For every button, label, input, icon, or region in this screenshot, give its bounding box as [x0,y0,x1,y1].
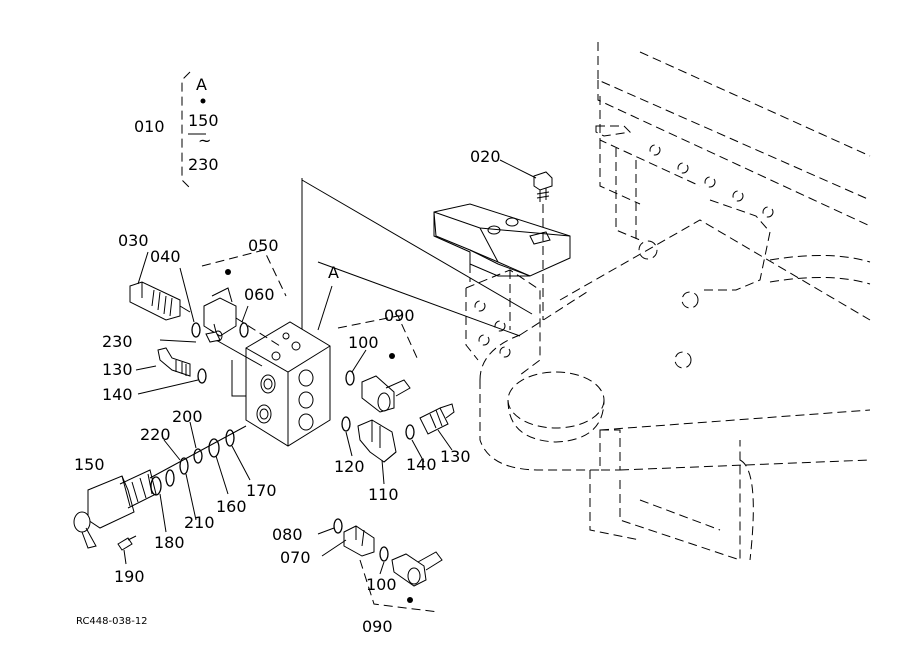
kit-bracket-top-label: A [196,75,207,94]
callout-020: 020 [470,147,501,166]
o-ring-040 [191,322,201,338]
callout-100-lower: 100 [366,575,397,594]
kit-bracket-start-label: 150 [188,111,219,130]
o-ring-220 [150,476,162,496]
callout-230: 230 [102,332,133,351]
o-ring-120 [341,416,351,432]
leader-lines [123,133,537,575]
o-ring-100-lower [379,546,389,562]
callout-170: 170 [246,481,277,500]
callout-110: 110 [368,485,399,504]
cartridge-030 [129,281,191,321]
o-ring-080 [333,518,343,534]
screw-190 [117,535,137,551]
o-ring-140-left [197,368,207,384]
adapter-070 [343,525,375,557]
callout-220: 220 [140,425,171,444]
mounting-plate [433,203,571,282]
callout-040: 040 [150,247,181,266]
o-ring-100-upper [345,370,355,386]
o-ring-180 [165,469,175,487]
elbow-090-upper [361,375,411,413]
callout-080: 080 [272,525,303,544]
callout-100-upper: 100 [348,333,379,352]
fitting-130-left [157,347,191,377]
callout-labels: 020 030 040 050 060 A 090 100 230 130 14… [74,147,501,636]
o-ring-140-right [405,424,415,440]
callout-120: 120 [334,457,365,476]
callout-190: 190 [114,567,145,586]
nipple-230 [205,331,221,343]
tractor-frame [465,42,871,561]
callout-090-upper: 090 [384,306,415,325]
solenoid-150 [73,469,157,549]
callout-090-lower: 090 [362,617,393,636]
callout-070: 070 [280,548,311,567]
o-ring-210 [179,457,189,475]
ring-160 [208,438,220,458]
elbow-110 [357,419,397,463]
o-ring-060 [239,322,249,338]
callout-140-left: 140 [102,385,133,404]
kit-bracket-tilde: ~ [198,131,211,150]
ring-170 [225,429,235,447]
valve-block [231,321,331,447]
callout-160: 160 [216,497,247,516]
fitting-130-right [419,403,455,435]
callout-060: 060 [244,285,275,304]
ring-200 [193,448,203,464]
bolt-020 [533,171,553,320]
callout-a: A [328,263,339,282]
kit-bracket-end-label: 230 [188,155,219,174]
callout-210: 210 [184,513,215,532]
elbow-090-lower [391,551,443,587]
callout-150: 150 [74,455,105,474]
callout-030: 030 [118,231,149,250]
kit-bracket: A 150 ~ 230 010 [134,71,219,189]
callout-140-right: 140 [406,455,437,474]
callout-130-right: 130 [440,447,471,466]
drawing-code: RC448-038-12 [76,616,148,627]
callout-130-left: 130 [102,360,133,379]
callout-180: 180 [154,533,185,552]
callout-050: 050 [248,236,279,255]
kit-bracket-kit-label: 010 [134,117,165,136]
callout-200: 200 [172,407,203,426]
